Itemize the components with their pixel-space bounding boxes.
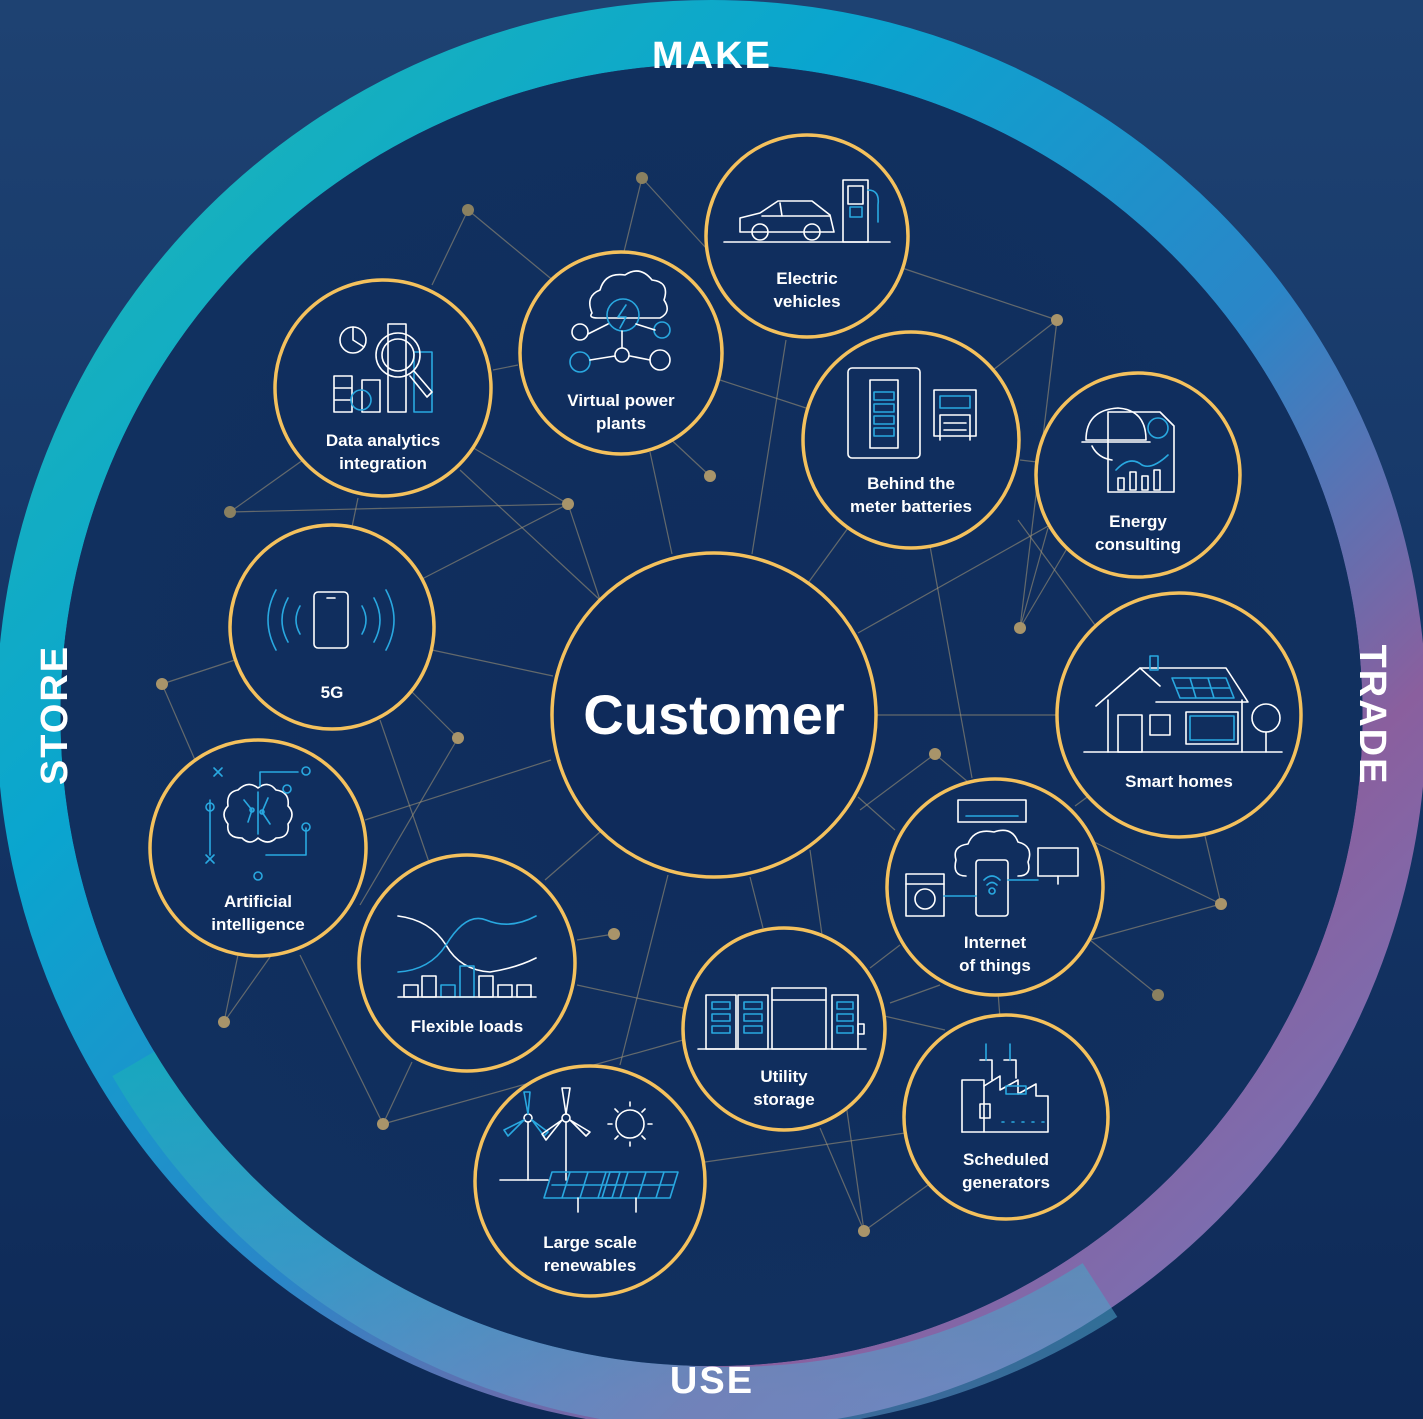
customer-node: Customer — [550, 551, 878, 879]
brain-circuit-icon — [205, 766, 311, 881]
smart-homes-label: Smart homes — [1125, 772, 1233, 791]
wind-solar-icon — [499, 1087, 679, 1213]
connected-devices-icon — [905, 799, 1079, 917]
magnifier-chart-icon — [333, 323, 433, 413]
phone-signal-icon — [267, 589, 395, 651]
storage-facility-icon — [697, 987, 867, 1050]
customer-label: Customer — [583, 683, 844, 746]
power-station-icon — [961, 1043, 1049, 1133]
cloud-lightning-icon — [569, 270, 671, 373]
node-5g: 5G — [228, 523, 436, 731]
network-links — [161, 177, 1222, 1232]
battery-meter-icon — [847, 367, 977, 459]
ring-label-use: USE — [670, 1360, 754, 1402]
ring-label-store: STORE — [34, 645, 76, 785]
electric-car-icon — [723, 179, 891, 243]
flexible-loads-label: Flexible loads — [411, 1017, 523, 1036]
load-curve-icon — [397, 915, 537, 998]
network-nodes — [156, 172, 1227, 1237]
ring-label-make: MAKE — [652, 35, 772, 77]
5g-label: 5G — [321, 683, 344, 702]
hardhat-report-icon — [1081, 407, 1175, 493]
smart-house-icon — [1083, 655, 1283, 753]
node-flexible-loads: Flexible loads — [357, 853, 577, 1073]
ring-label-trade: TRADE — [1351, 645, 1393, 786]
node-smart-homes: Smart homes — [1055, 591, 1303, 839]
